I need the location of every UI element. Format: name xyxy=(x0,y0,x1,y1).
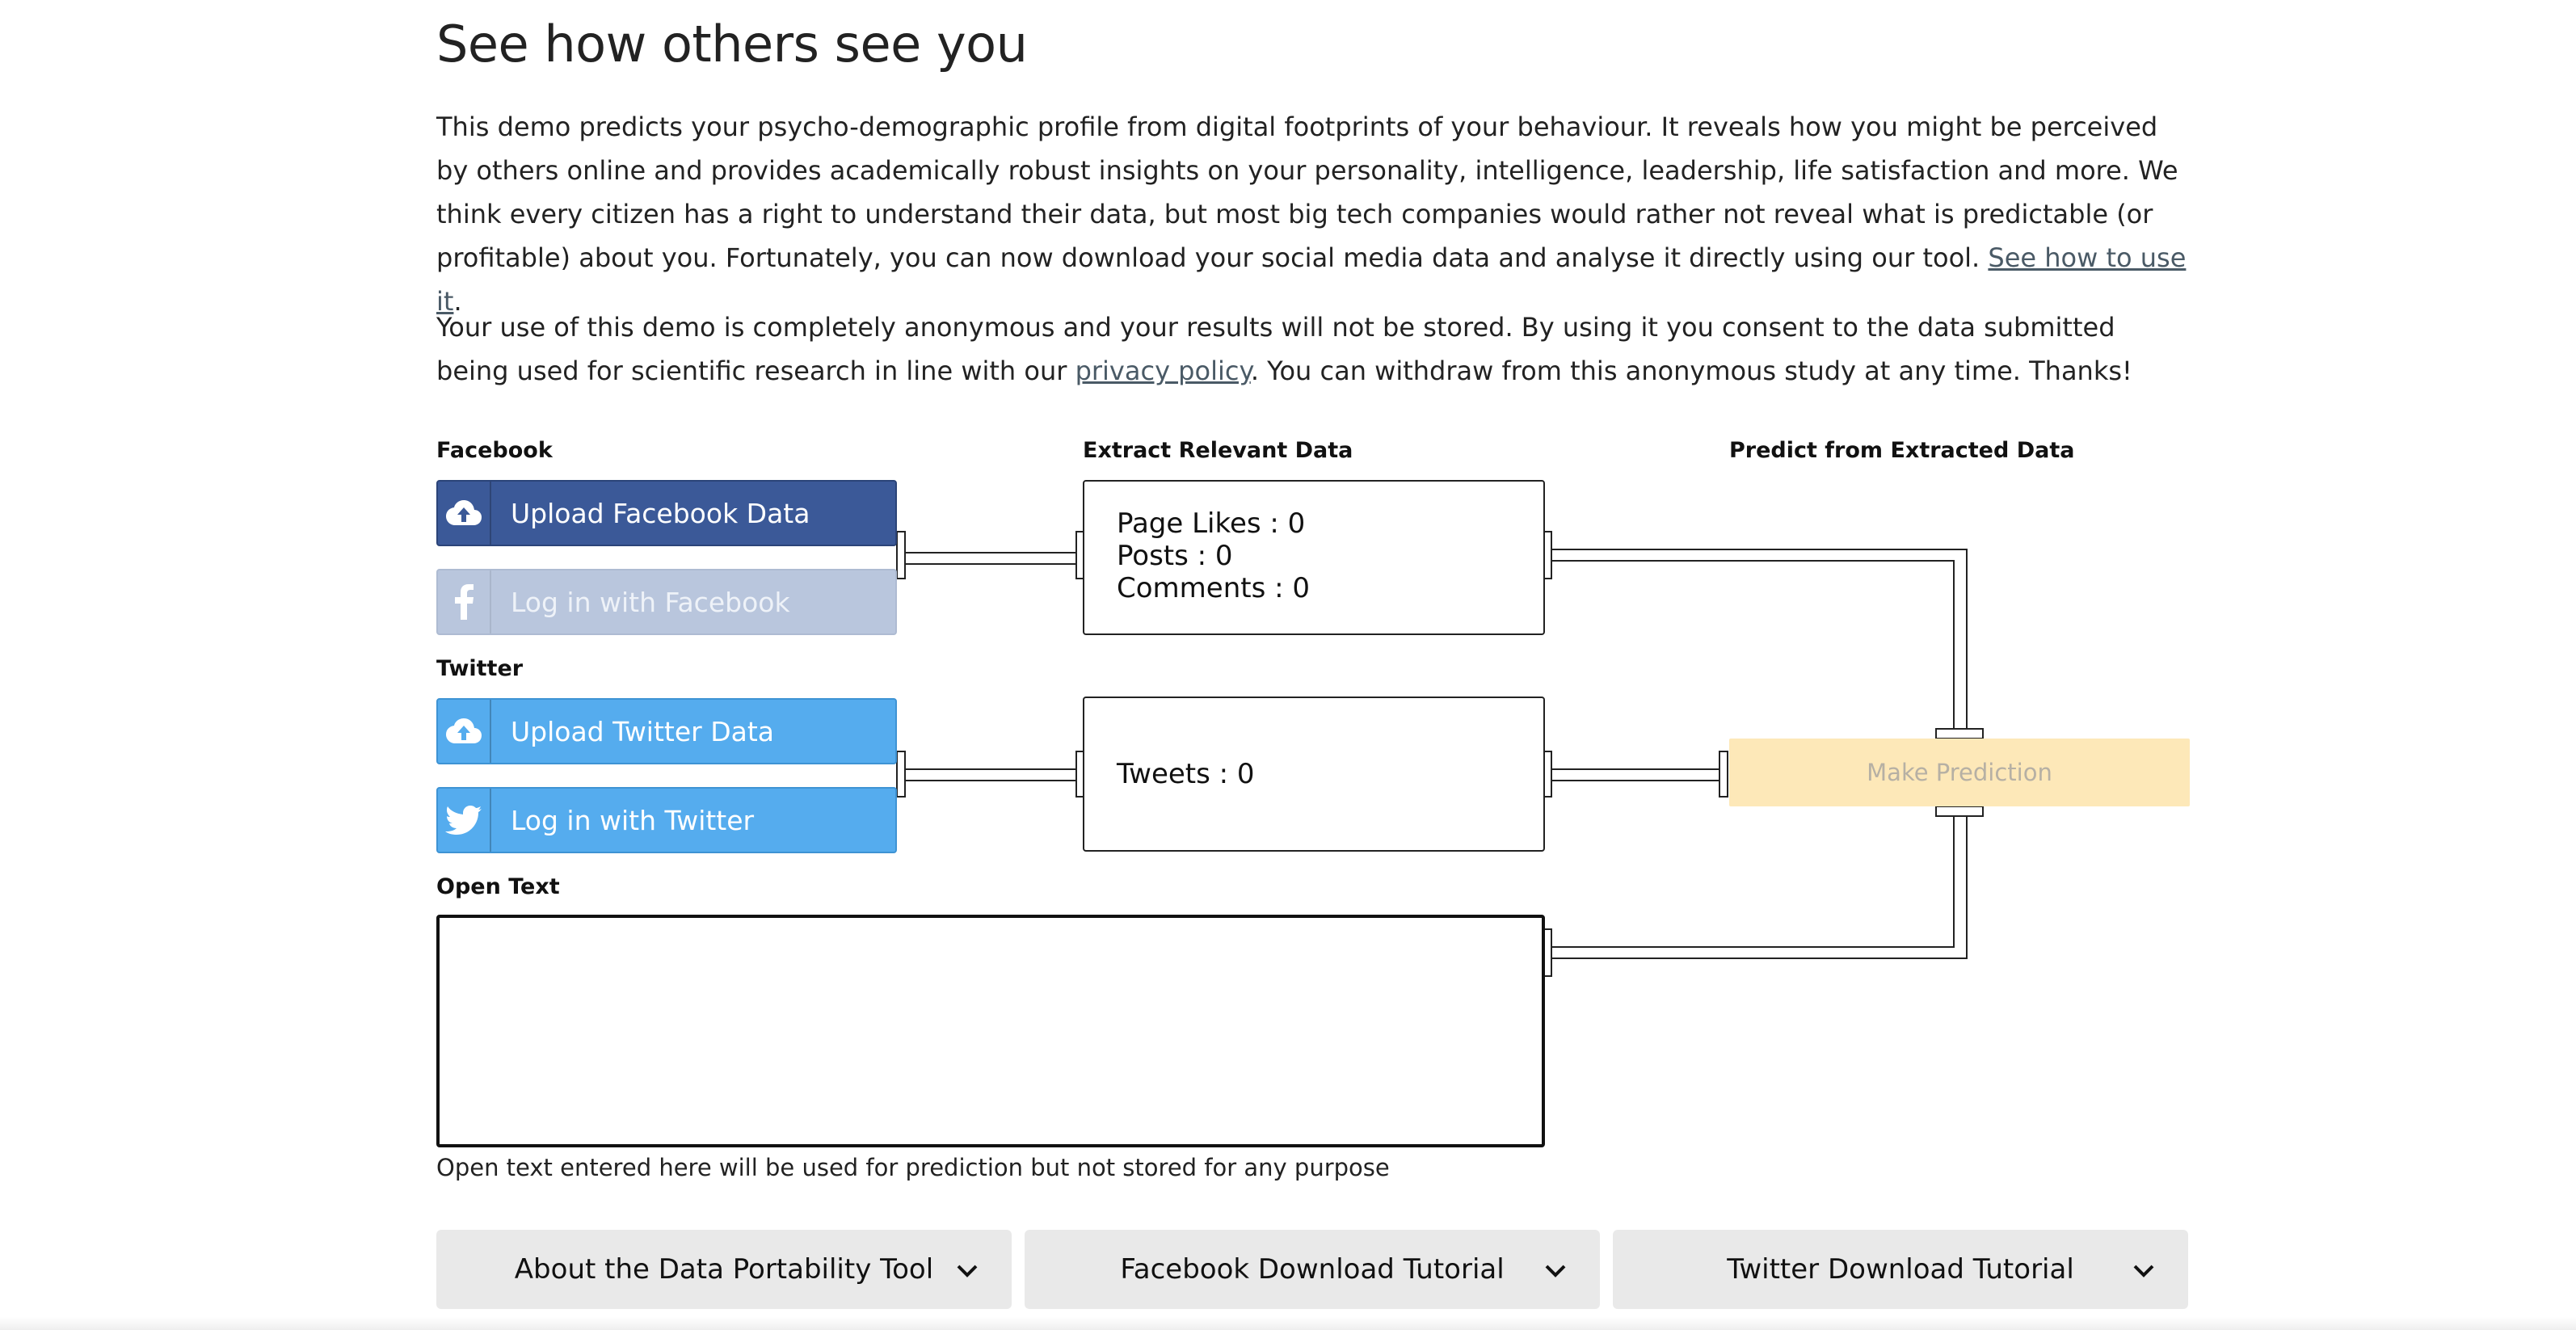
chevron-down-icon xyxy=(1545,1265,1566,1277)
intro-text: This demo predicts your psycho-demograph… xyxy=(436,112,2178,273)
accordion-twitter-tutorial-label: Twitter Download Tutorial xyxy=(1727,1253,2074,1286)
accordion-about-tool-label: About the Data Portability Tool xyxy=(514,1253,934,1286)
upload-twitter-button[interactable]: Upload Twitter Data xyxy=(436,698,897,764)
open-text-input[interactable] xyxy=(436,915,1545,1147)
login-twitter-label: Log in with Twitter xyxy=(511,804,755,836)
privacy-policy-link[interactable]: privacy policy xyxy=(1075,356,1251,386)
login-facebook-button[interactable]: Log in with Facebook xyxy=(436,569,897,635)
upload-twitter-label: Upload Twitter Data xyxy=(511,715,775,747)
open-text-note: Open text entered here will be used for … xyxy=(436,1154,1390,1181)
upload-facebook-button[interactable]: Upload Facebook Data xyxy=(436,480,897,546)
chevron-down-icon xyxy=(957,1265,978,1277)
posts-count: Posts : 0 xyxy=(1117,540,1233,572)
page-likes-count: Page Likes : 0 xyxy=(1117,507,1306,540)
consent-text-after: . You can withdraw from this anonymous s… xyxy=(1250,356,2132,386)
facebook-section-label: Facebook xyxy=(436,438,553,463)
intro-paragraph: This demo predicts your psycho-demograph… xyxy=(436,105,2191,323)
twitter-section-label: Twitter xyxy=(436,656,524,681)
chevron-down-icon xyxy=(2133,1265,2154,1277)
predict-column-label: Predict from Extracted Data xyxy=(1729,438,2075,463)
accordion-facebook-tutorial[interactable]: Facebook Download Tutorial xyxy=(1025,1230,1600,1309)
tweets-count: Tweets : 0 xyxy=(1117,758,1255,790)
login-twitter-button[interactable]: Log in with Twitter xyxy=(436,787,897,853)
consent-text-before: Your use of this demo is completely anon… xyxy=(436,312,2115,386)
upload-facebook-label: Upload Facebook Data xyxy=(511,497,810,529)
twitter-extracted-data-box: Tweets : 0 xyxy=(1083,697,1545,852)
page-title: See how others see you xyxy=(436,15,1028,74)
facebook-extracted-data-box: Page Likes : 0 Posts : 0 Comments : 0 xyxy=(1083,480,1545,635)
make-prediction-button[interactable]: Make Prediction xyxy=(1729,739,2190,806)
accordion-about-tool[interactable]: About the Data Portability Tool xyxy=(436,1230,1012,1309)
how-to-use-link[interactable]: See how to use it xyxy=(436,242,2187,317)
cloud-upload-icon xyxy=(438,700,491,763)
cloud-upload-icon xyxy=(438,482,491,545)
comments-count: Comments : 0 xyxy=(1117,572,1310,604)
intro-end: . xyxy=(453,286,462,317)
consent-paragraph: Your use of this demo is completely anon… xyxy=(436,305,2191,393)
accordion-facebook-tutorial-label: Facebook Download Tutorial xyxy=(1120,1253,1505,1286)
login-facebook-label: Log in with Facebook xyxy=(511,586,790,618)
facebook-icon xyxy=(438,570,491,633)
accordion-twitter-tutorial[interactable]: Twitter Download Tutorial xyxy=(1613,1230,2188,1309)
open-text-section-label: Open Text xyxy=(436,874,560,899)
twitter-icon xyxy=(438,789,491,852)
page-bottom-edge xyxy=(0,1317,2576,1330)
extract-column-label: Extract Relevant Data xyxy=(1083,438,1353,463)
